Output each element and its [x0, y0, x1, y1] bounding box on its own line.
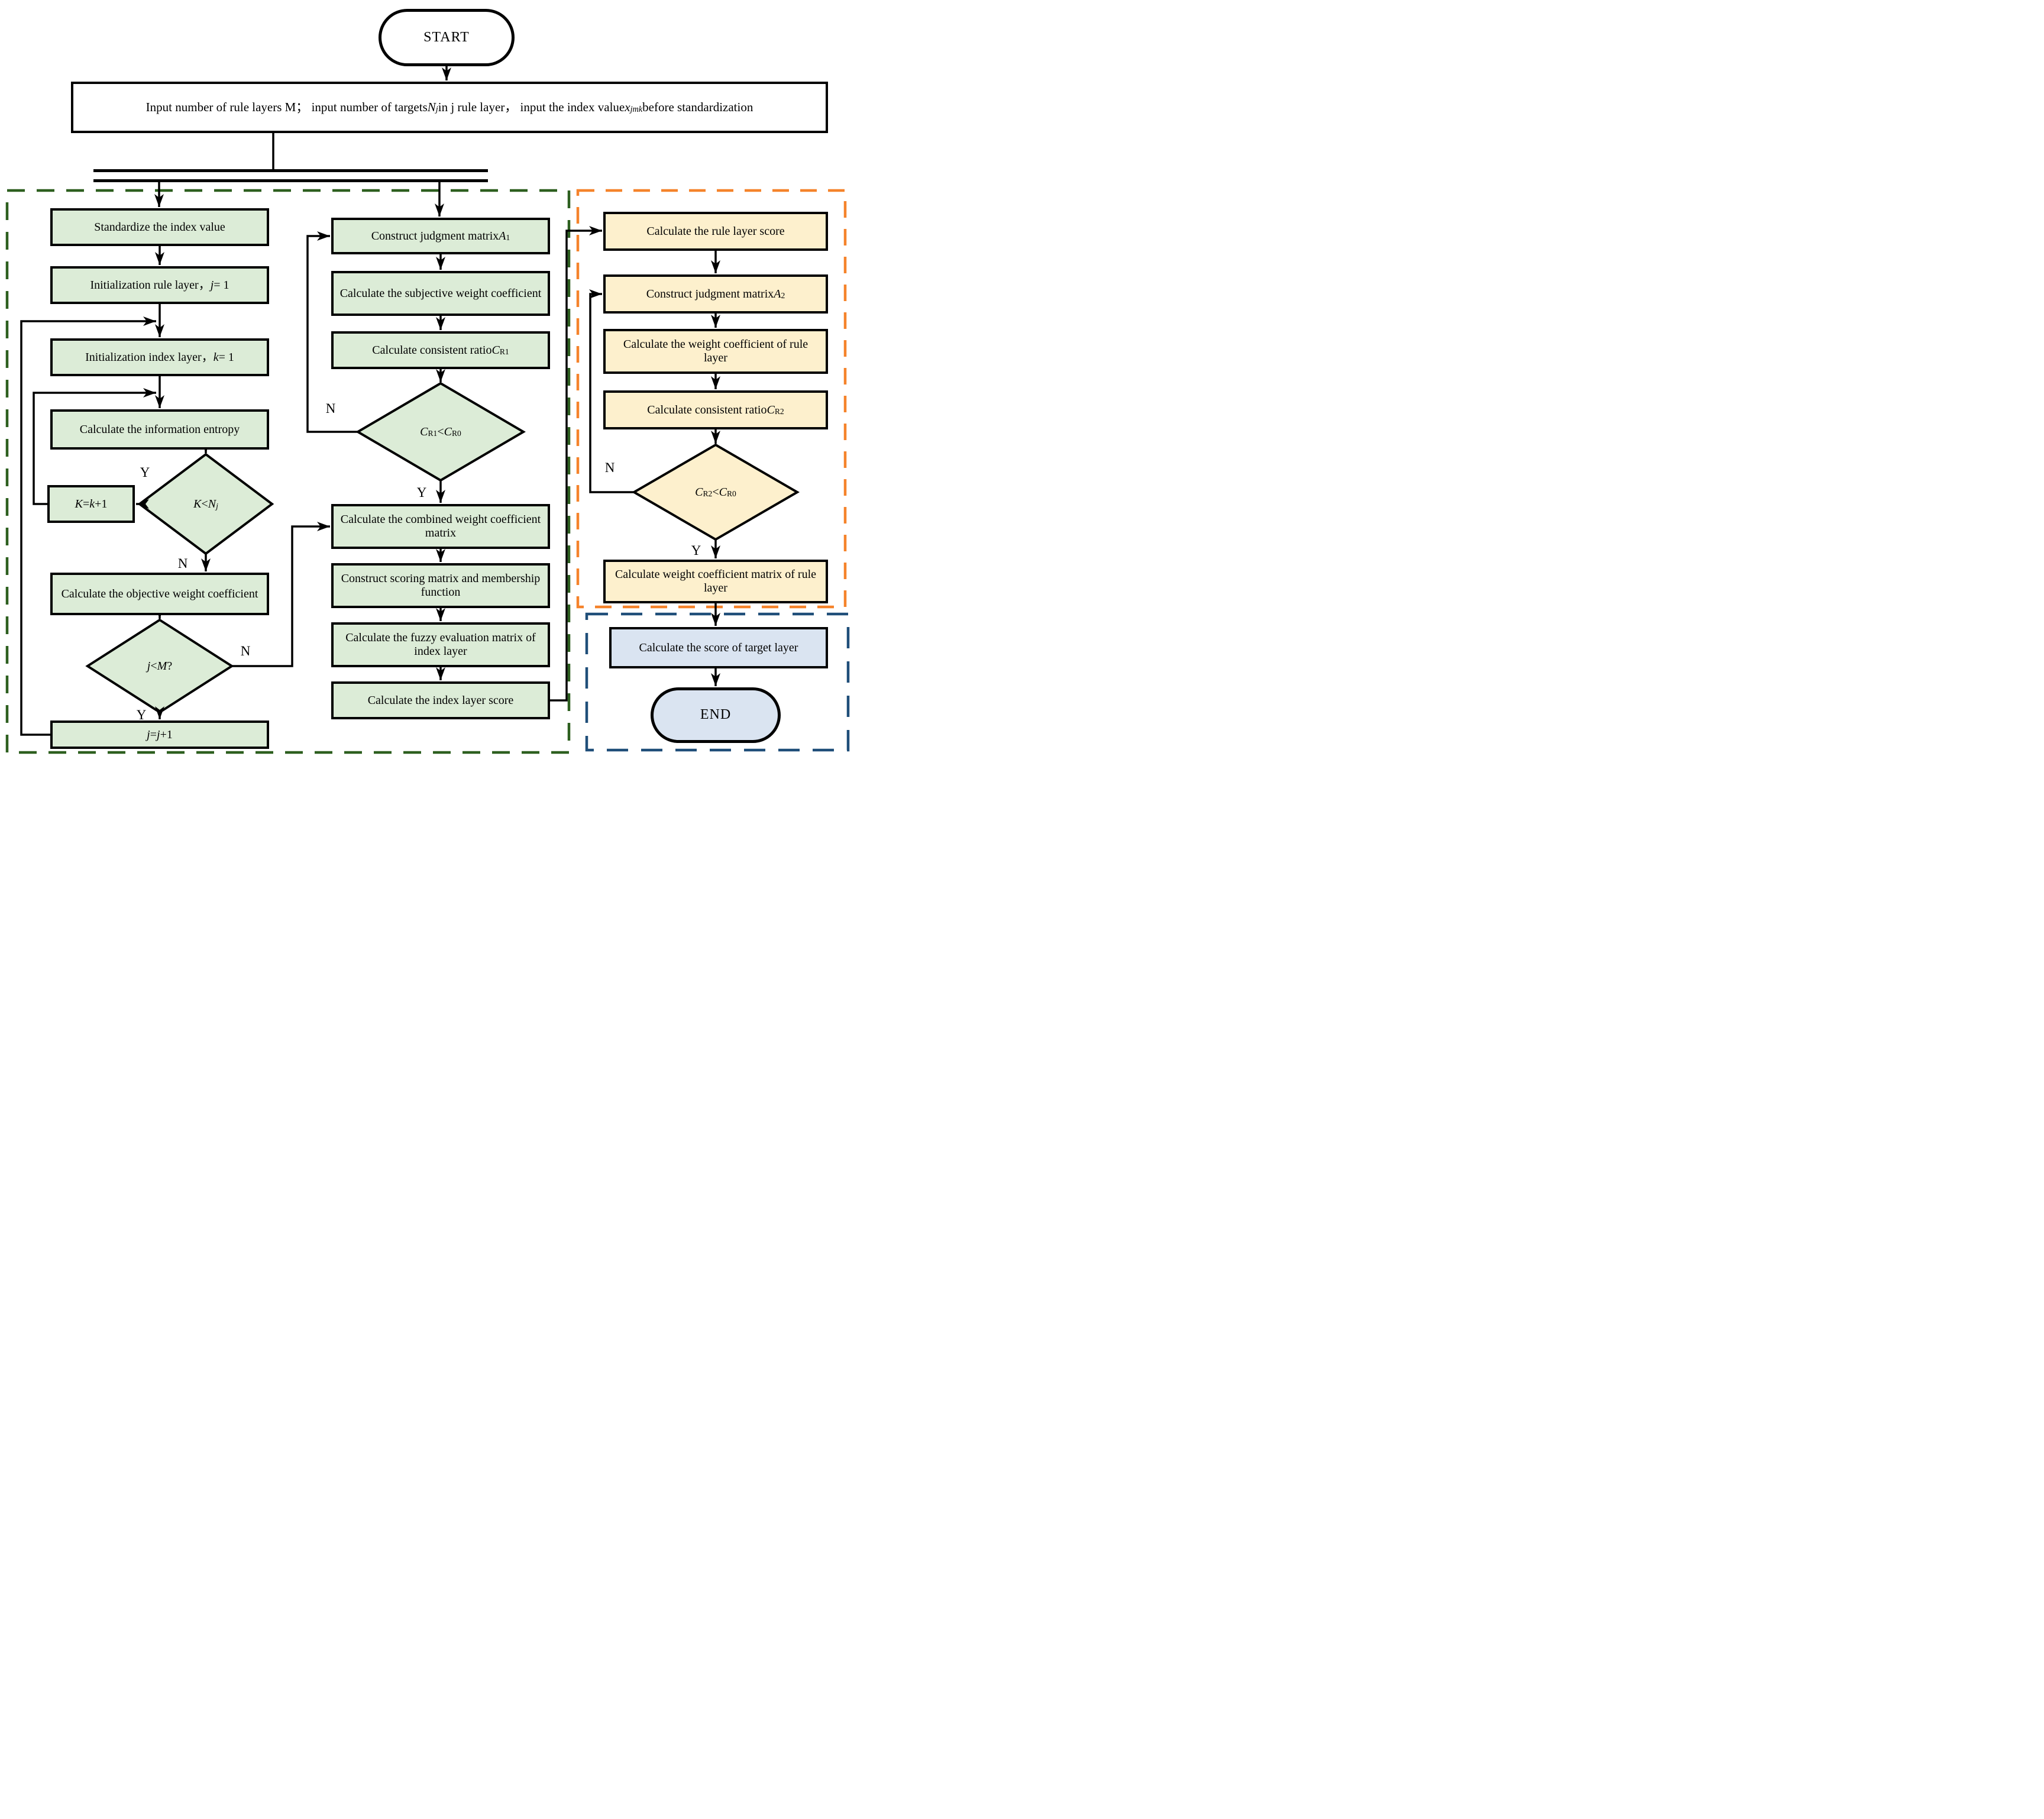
branch-label-cr2-yes: Y [691, 543, 701, 558]
branch-label-k-yes: Y [140, 465, 150, 480]
node-init-index-layer: Initialization index layer， k = 1 [50, 338, 269, 376]
edge-j-decision-no-to-combined [232, 522, 330, 667]
node-k-increment: K = k+1 [47, 485, 135, 523]
branch-label-cr2-no: N [604, 460, 615, 475]
node-info-entropy: Calculate the information entropy [50, 409, 269, 450]
branch-label-j-no: N [240, 644, 251, 658]
node-rule-layer-weight: Calculate the weight coefficient of rule… [603, 329, 828, 374]
node-objective-weight: Calculate the objective weight coefficie… [50, 573, 269, 615]
node-standardize: Standardize the index value [50, 208, 269, 246]
fork-bar-bottom [93, 179, 488, 182]
edge-k-loop [33, 388, 156, 505]
node-j-increment: j = j+1 [50, 721, 269, 749]
branch-label-j-yes: Y [136, 707, 147, 722]
node-combined-weight-matrix: Calculate the combined weight coefficien… [331, 504, 550, 549]
branch-label-cr1-no: N [325, 401, 336, 416]
node-rule-layer-score: Calculate the rule layer score [603, 212, 828, 251]
decision-j-lt-m-label: j < M ? [147, 659, 173, 673]
edge-cr2-no-loop-to-a2 [589, 289, 634, 493]
branch-label-cr1-yes: Y [416, 485, 427, 500]
node-input: Input number of rule layers M； input num… [71, 82, 828, 133]
fork-bar-top [93, 169, 488, 172]
node-index-layer-score: Calculate the index layer score [331, 681, 550, 719]
edge-cr1-no-loop-to-a1 [306, 231, 358, 433]
edge-index-score-to-rule-score [550, 226, 602, 702]
edge-j-loop [20, 316, 156, 736]
node-end: END [651, 687, 781, 743]
branch-label-k-no: N [177, 556, 188, 571]
node-fuzzy-evaluation-matrix: Calculate the fuzzy evaluation matrix of… [331, 622, 550, 667]
node-target-layer-score: Calculate the score of target layer [609, 627, 828, 668]
node-init-rule-layer: Initialization rule layer， j = 1 [50, 266, 269, 304]
ahp-rule-layer-group-border [576, 189, 847, 609]
node-rule-weight-matrix: Calculate weight coefficient matrix of r… [603, 560, 828, 603]
flow-connector-layer [5, 66, 850, 754]
node-start: START [379, 9, 515, 66]
node-subjective-weight: Calculate the subjective weight coeffici… [331, 271, 550, 316]
node-scoring-matrix: Construct scoring matrix and membership … [331, 563, 550, 608]
entropy-weight-group-border [5, 189, 571, 754]
target-layer-group-border [585, 612, 850, 752]
flowchart-canvas: START Input number of rule layers M； inp… [0, 0, 852, 758]
